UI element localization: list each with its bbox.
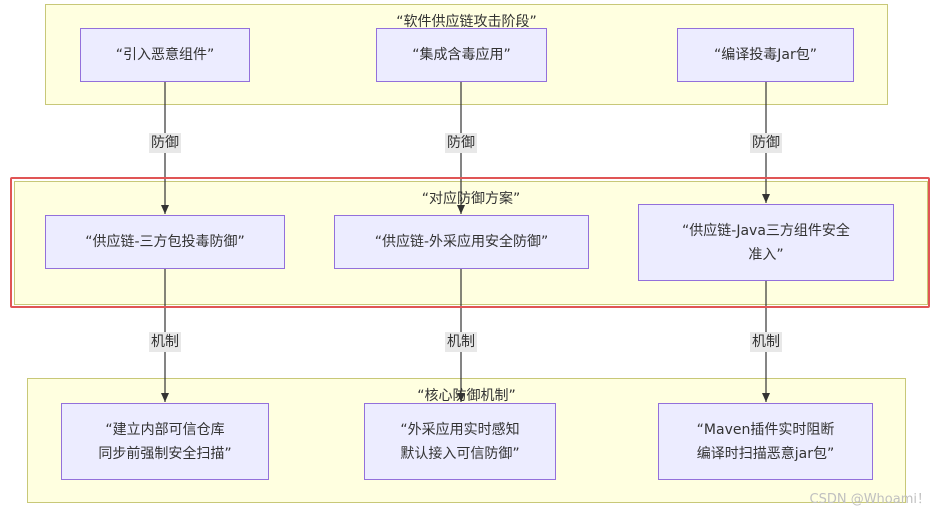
node-attack-poisoned-app: “集成含毒应用” bbox=[376, 28, 547, 82]
node-mechanism-trusted-repo: “建立内部可信仓库 同步前强制安全扫描” bbox=[61, 403, 269, 480]
cluster-defense-title: “对应防御方案” bbox=[421, 191, 521, 207]
node-defense-java-admission: “供应链-Java三方组件安全 准入” bbox=[638, 204, 894, 281]
edge-label-mechanism-3: 机制 bbox=[750, 332, 782, 352]
node-mechanism-maven-plugin: “Maven插件实时阻断 编译时扫描恶意jar包” bbox=[658, 403, 873, 480]
node-defense-package-poisoning: “供应链-三方包投毒防御” bbox=[45, 215, 285, 269]
node-attack-malicious-component: “引入恶意组件” bbox=[80, 28, 250, 82]
edge-label-defense-1: 防御 bbox=[149, 133, 181, 153]
node-defense-external-app: “供应链-外采应用安全防御” bbox=[334, 215, 589, 269]
cluster-attack-title: “软件供应链攻击阶段” bbox=[396, 14, 537, 30]
node-mechanism-realtime-detect: “外采应用实时感知 默认接入可信防御” bbox=[364, 403, 556, 480]
node-attack-poisoned-jar: “编译投毒Jar包” bbox=[677, 28, 854, 82]
edge-label-defense-2: 防御 bbox=[445, 133, 477, 153]
cluster-mechanism-title: “核心防御机制” bbox=[417, 388, 516, 404]
edge-label-defense-3: 防御 bbox=[750, 133, 782, 153]
edge-label-mechanism-2: 机制 bbox=[445, 332, 477, 352]
edge-label-mechanism-1: 机制 bbox=[149, 332, 181, 352]
watermark: CSDN @Whoami！ bbox=[809, 492, 931, 507]
